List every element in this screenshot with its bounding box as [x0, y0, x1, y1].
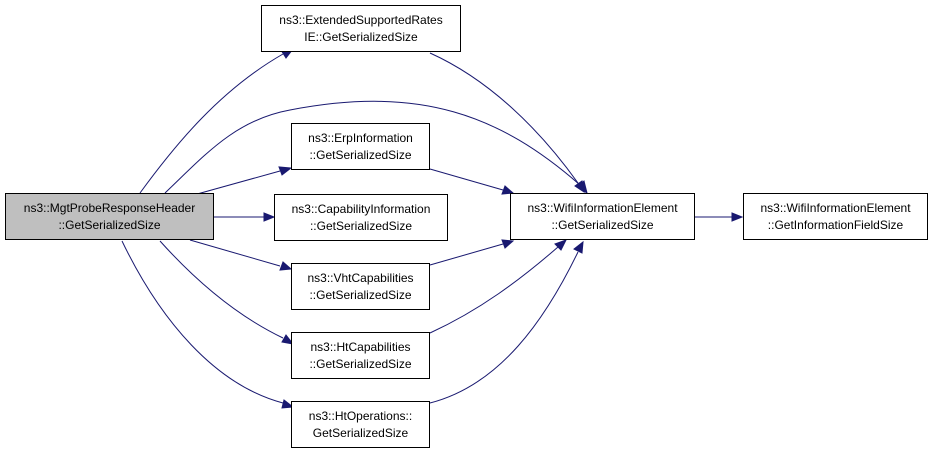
node-label-line2: ::GetSerializedSize	[309, 148, 411, 162]
node-wifi-information-element-serialized[interactable]: ns3::WifiInformationElement ::GetSeriali…	[510, 193, 695, 240]
edge-root-to-erp	[189, 166, 293, 197]
node-label-line1: ns3::ErpInformation	[308, 131, 413, 145]
edge-erp-to-wifi-ser	[429, 168, 515, 195]
node-ht-capabilities[interactable]: ns3::HtCapabilities ::GetSerializedSize	[291, 332, 430, 379]
node-label-line1: ns3::VhtCapabilities	[307, 271, 413, 285]
edge-ht-ops-to-wifi-ser	[429, 240, 584, 404]
node-label-line1: ns3::WifiInformationElement	[760, 201, 911, 215]
edge-root-to-ht-cap	[159, 240, 295, 345]
node-label-line1: ns3::HtCapabilities	[310, 340, 410, 354]
node-extended-supported-rates[interactable]: ns3::ExtendedSupportedRates IE::GetSeria…	[261, 5, 461, 52]
edge-root-to-vht	[189, 239, 293, 271]
edge-root-to-ext-rates	[139, 48, 295, 194]
edge-ext-rates-to-wifi-ser	[429, 52, 585, 194]
node-vht-capabilities[interactable]: ns3::VhtCapabilities ::GetSerializedSize	[291, 263, 430, 310]
edge-root-to-cap-info	[214, 212, 276, 222]
node-ht-operations[interactable]: ns3::HtOperations:: GetSerializedSize	[291, 401, 430, 448]
node-erp-information[interactable]: ns3::ErpInformation ::GetSerializedSize	[291, 123, 430, 170]
edge-vht-to-wifi-ser	[429, 239, 515, 266]
node-label-line2: ::GetSerializedSize	[551, 218, 653, 232]
node-label-line1: ns3::CapabilityInformation	[292, 202, 431, 216]
node-label-line1: ns3::WifiInformationElement	[527, 201, 678, 215]
node-label-line1: ns3::HtOperations::	[309, 409, 412, 423]
node-mgt-probe-response-header[interactable]: ns3::MgtProbeResponseHeader ::GetSeriali…	[5, 193, 214, 240]
node-capability-information[interactable]: ns3::CapabilityInformation ::GetSerializ…	[274, 194, 448, 241]
node-label-line2: ::GetSerializedSize	[309, 288, 411, 302]
node-label-line2: ::GetInformationFieldSize	[768, 218, 904, 232]
edge-wifi-ser-to-wifi-field	[694, 212, 744, 222]
node-label-line2: GetSerializedSize	[313, 426, 409, 440]
node-label-line1: ns3::ExtendedSupportedRates	[279, 13, 442, 27]
node-label-line2: ::GetSerializedSize	[58, 218, 160, 232]
node-wifi-information-element-field-size[interactable]: ns3::WifiInformationElement ::GetInforma…	[743, 193, 928, 240]
edge-ht-cap-to-wifi-ser	[429, 239, 568, 334]
edge-root-to-ht-ops	[121, 240, 295, 409]
node-label-line1: ns3::MgtProbeResponseHeader	[24, 201, 195, 215]
node-label-line2: ::GetSerializedSize	[310, 219, 412, 233]
node-label-line2: IE::GetSerializedSize	[304, 30, 418, 44]
node-label-line2: ::GetSerializedSize	[309, 357, 411, 371]
